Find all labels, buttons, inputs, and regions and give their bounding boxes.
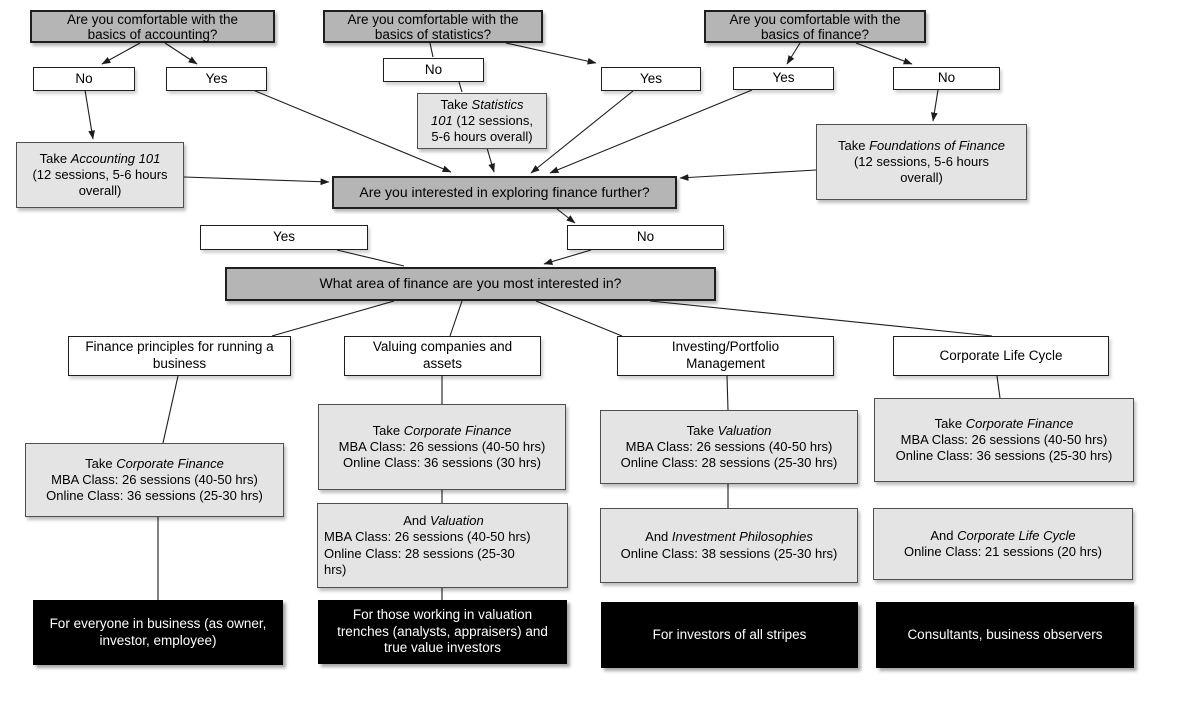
connector-acc101-to-hub xyxy=(183,176,330,186)
connector-stat101-to-hub xyxy=(486,147,495,173)
explore-yes-box: Yes xyxy=(200,225,368,250)
connector-statno-to-stat101 xyxy=(458,81,463,93)
take-accounting-101-box: Take Accounting 101(12 sessions, 5-6 hou… xyxy=(16,142,184,208)
statistics-no-box: No xyxy=(383,58,484,82)
take-foundations-of-finance-box: Take Foundations of Finance(12 sessions,… xyxy=(816,124,1027,200)
connector-lifecycle-to-course4a xyxy=(996,375,1001,399)
category-corporate-life-cycle: Corporate Life Cycle xyxy=(893,336,1109,376)
connector-accounting-to-yes xyxy=(164,42,198,65)
connector-hubno-to-whatarea xyxy=(543,249,592,265)
connector-finance-to-yes xyxy=(786,42,801,65)
connector-statistics-to-no xyxy=(429,42,434,58)
question-finance-area-interest: What area of finance are you most intere… xyxy=(225,267,716,301)
statistics-yes-box: Yes xyxy=(601,67,701,91)
explore-no-box: No xyxy=(567,225,724,250)
connector-accyes-to-hub xyxy=(252,89,452,173)
question-explore-finance-further: Are you interested in exploring finance … xyxy=(332,176,677,209)
connector-investing-to-course3a xyxy=(726,375,729,411)
connector-hubyes-to-whatarea xyxy=(336,249,405,267)
connector-finno-to-foundations xyxy=(931,89,939,122)
audience-consultants-observers: Consultants, business observers xyxy=(876,602,1134,668)
connector-whatarea-to-lifecycle xyxy=(649,300,993,337)
connector-principles-to-course1 xyxy=(162,375,179,444)
audience-investors-all-stripes: For investors of all stripes xyxy=(601,602,858,668)
connector-whatarea-to-investing xyxy=(535,300,623,337)
connector-statistics-to-yes xyxy=(505,42,597,65)
connector-statyes-to-hub xyxy=(530,90,634,174)
finance-no-box: No xyxy=(893,67,1000,90)
accounting-no-box: No xyxy=(33,67,135,91)
connector-foundations-to-hub xyxy=(679,169,817,181)
connector-accno-to-acc101 xyxy=(84,89,95,140)
connector-hub-to-no xyxy=(556,208,576,224)
finance-yes-box: Yes xyxy=(733,67,834,90)
connector-finance-to-no xyxy=(855,42,913,65)
connector-finyes-to-hub xyxy=(549,89,753,174)
connector-whatarea-to-valuing xyxy=(449,300,463,337)
audience-everyone-in-business: For everyone in business (as owner,inves… xyxy=(33,600,283,665)
accounting-yes-box: Yes xyxy=(166,67,267,91)
connector-accounting-to-no xyxy=(101,42,141,65)
connector-whatarea-to-principles xyxy=(271,300,395,337)
